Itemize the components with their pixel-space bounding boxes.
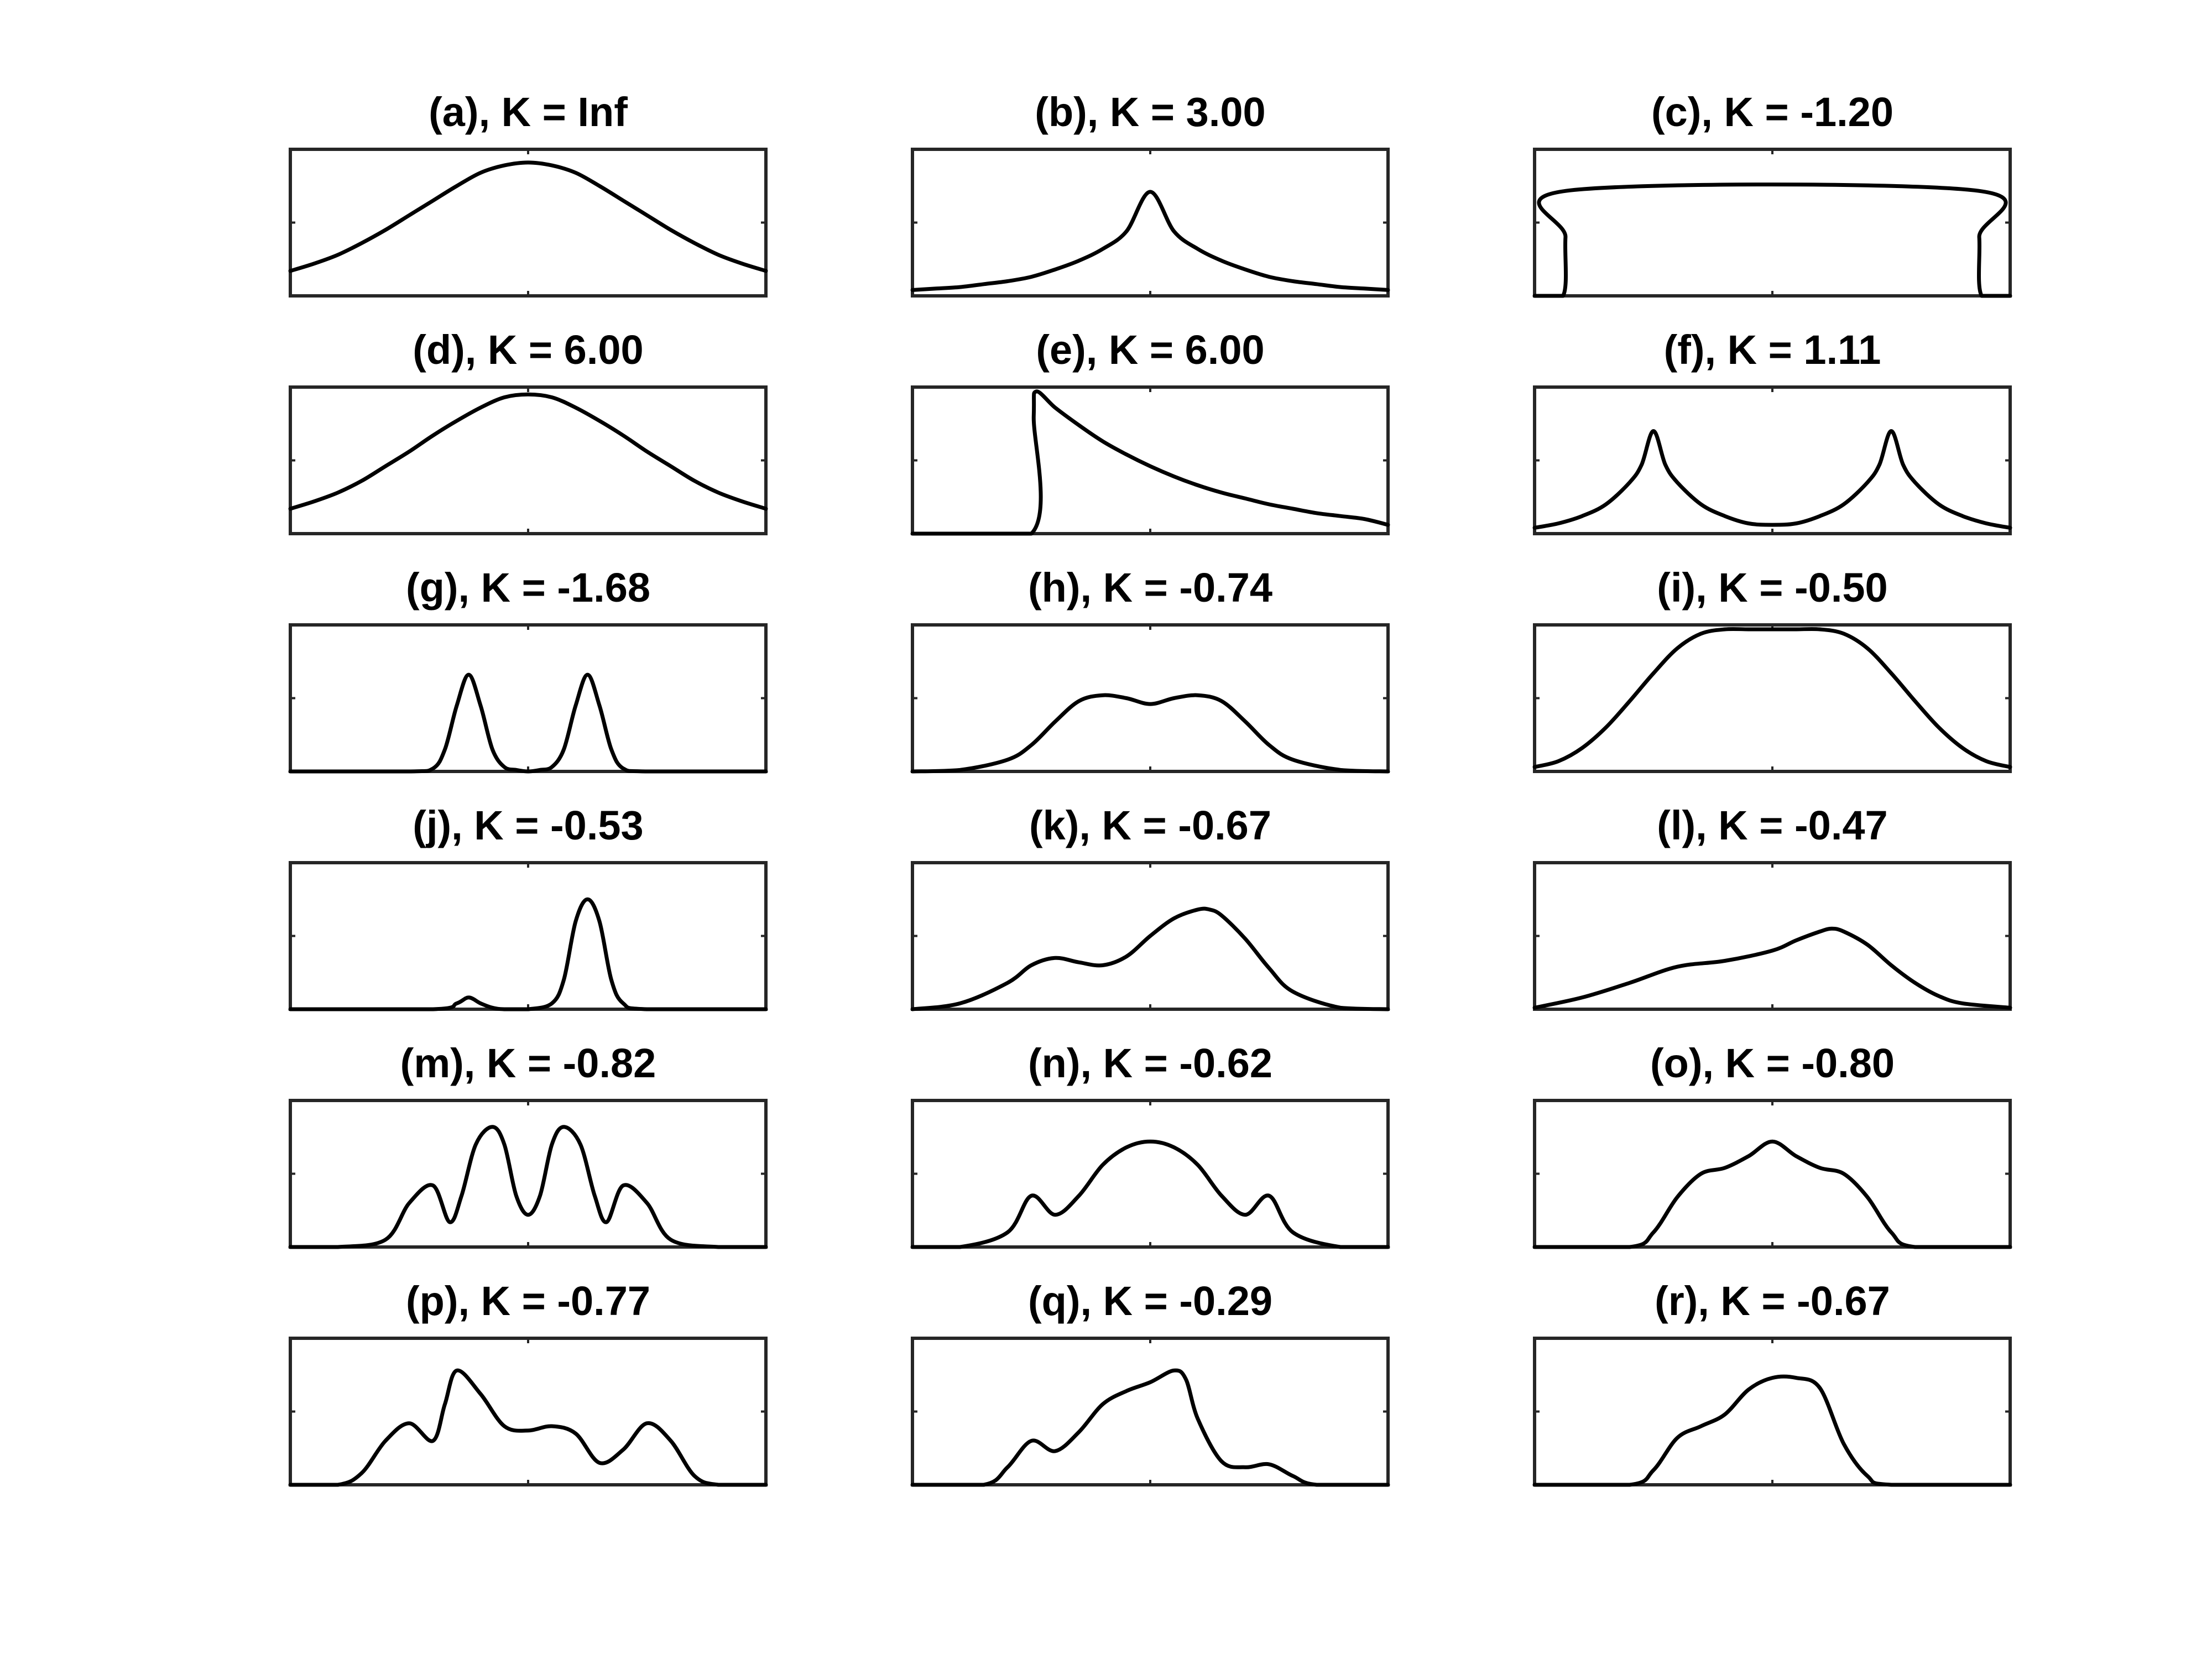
subplot: (m), K = -0.82 — [288, 1040, 768, 1249]
series-line — [910, 1368, 1390, 1487]
subplot-title: (e), K = 6.00 — [1036, 327, 1264, 373]
axes-frame — [1533, 148, 2012, 298]
subplot: (j), K = -0.53 — [288, 802, 768, 1011]
axes-frame — [289, 385, 768, 535]
subplot: (r), K = -0.67 — [1532, 1278, 2012, 1487]
subplot: (d), K = 6.00 — [288, 327, 768, 535]
axes-frame — [289, 1337, 768, 1486]
series-line — [910, 1139, 1390, 1249]
axes-frame — [911, 623, 1390, 773]
subplot: (q), K = -0.29 — [910, 1278, 1390, 1487]
subplot-title: (l), K = -0.47 — [1657, 802, 1887, 848]
series-line — [288, 1368, 768, 1487]
axes-frame — [911, 1099, 1390, 1249]
axes-frame — [289, 623, 768, 773]
series-line — [288, 897, 768, 1011]
subplot-title: (f), K = 1.11 — [1664, 327, 1881, 373]
series-line — [1532, 926, 2012, 1010]
series-line — [288, 160, 768, 273]
subplot-title: (h), K = -0.74 — [1028, 565, 1272, 611]
series-line — [1532, 1374, 2012, 1487]
subplot-title: (r), K = -0.67 — [1655, 1278, 1890, 1324]
axes-frame — [289, 148, 768, 298]
subplot: (k), K = -0.67 — [910, 802, 1390, 1011]
series-line — [910, 906, 1390, 1011]
axes-frame — [1533, 623, 2012, 773]
subplot: (l), K = -0.47 — [1532, 802, 2012, 1011]
subplot-title: (c), K = -1.20 — [1651, 89, 1893, 135]
subplot: (b), K = 3.00 — [910, 89, 1390, 298]
subplot-title: (a), K = Inf — [429, 89, 628, 135]
subplot: (c), K = -1.20 — [1532, 89, 2012, 298]
subplot-title: (d), K = 6.00 — [413, 327, 643, 373]
subplot-title: (i), K = -0.50 — [1657, 565, 1887, 611]
series-line — [288, 392, 768, 511]
axes-frame — [911, 385, 1390, 535]
subplot-title: (o), K = -0.80 — [1650, 1040, 1895, 1086]
series-line — [288, 672, 768, 774]
series-line — [1532, 429, 2012, 530]
subplot: (h), K = -0.74 — [910, 565, 1390, 774]
subplot: (a), K = Inf — [288, 89, 768, 298]
subplot: (f), K = 1.11 — [1532, 327, 2012, 535]
subplot: (p), K = -0.77 — [288, 1278, 768, 1487]
series-line — [910, 693, 1390, 774]
series-line — [288, 1125, 768, 1249]
series-line — [1532, 1139, 2012, 1249]
subplot: (e), K = 6.00 — [910, 327, 1390, 536]
subplot-title: (b), K = 3.00 — [1035, 89, 1265, 135]
subplot-title: (n), K = -0.62 — [1028, 1040, 1272, 1086]
axes-frame — [289, 1099, 768, 1249]
axes-frame — [911, 1337, 1390, 1486]
axes-frame — [1533, 1099, 2012, 1249]
axes-frame — [911, 148, 1390, 298]
axes-frame — [289, 861, 768, 1011]
axes-frame — [1533, 385, 2012, 535]
subplot-grid: (a), K = Inf (b), K = 3.00 (c), K = -1.20 (… — [288, 89, 2012, 1487]
subplot-title: (p), K = -0.77 — [406, 1278, 650, 1324]
subplot-title: (g), K = -1.68 — [406, 565, 650, 611]
subplot-title: (q), K = -0.29 — [1028, 1278, 1272, 1324]
subplot-title: (j), K = -0.53 — [413, 802, 643, 848]
subplot: (o), K = -0.80 — [1532, 1040, 2012, 1249]
series-line — [910, 389, 1390, 536]
series-line — [1532, 627, 2012, 769]
subplot: (i), K = -0.50 — [1532, 565, 2012, 773]
subplot: (g), K = -1.68 — [288, 565, 768, 774]
subplot-title: (k), K = -0.67 — [1029, 802, 1271, 848]
series-line — [1532, 182, 2012, 298]
axes-frame — [1533, 1337, 2012, 1486]
subplot-title: (m), K = -0.82 — [400, 1040, 656, 1086]
subplot: (n), K = -0.62 — [910, 1040, 1390, 1249]
axes-frame — [1533, 861, 2012, 1011]
series-line — [910, 190, 1390, 292]
